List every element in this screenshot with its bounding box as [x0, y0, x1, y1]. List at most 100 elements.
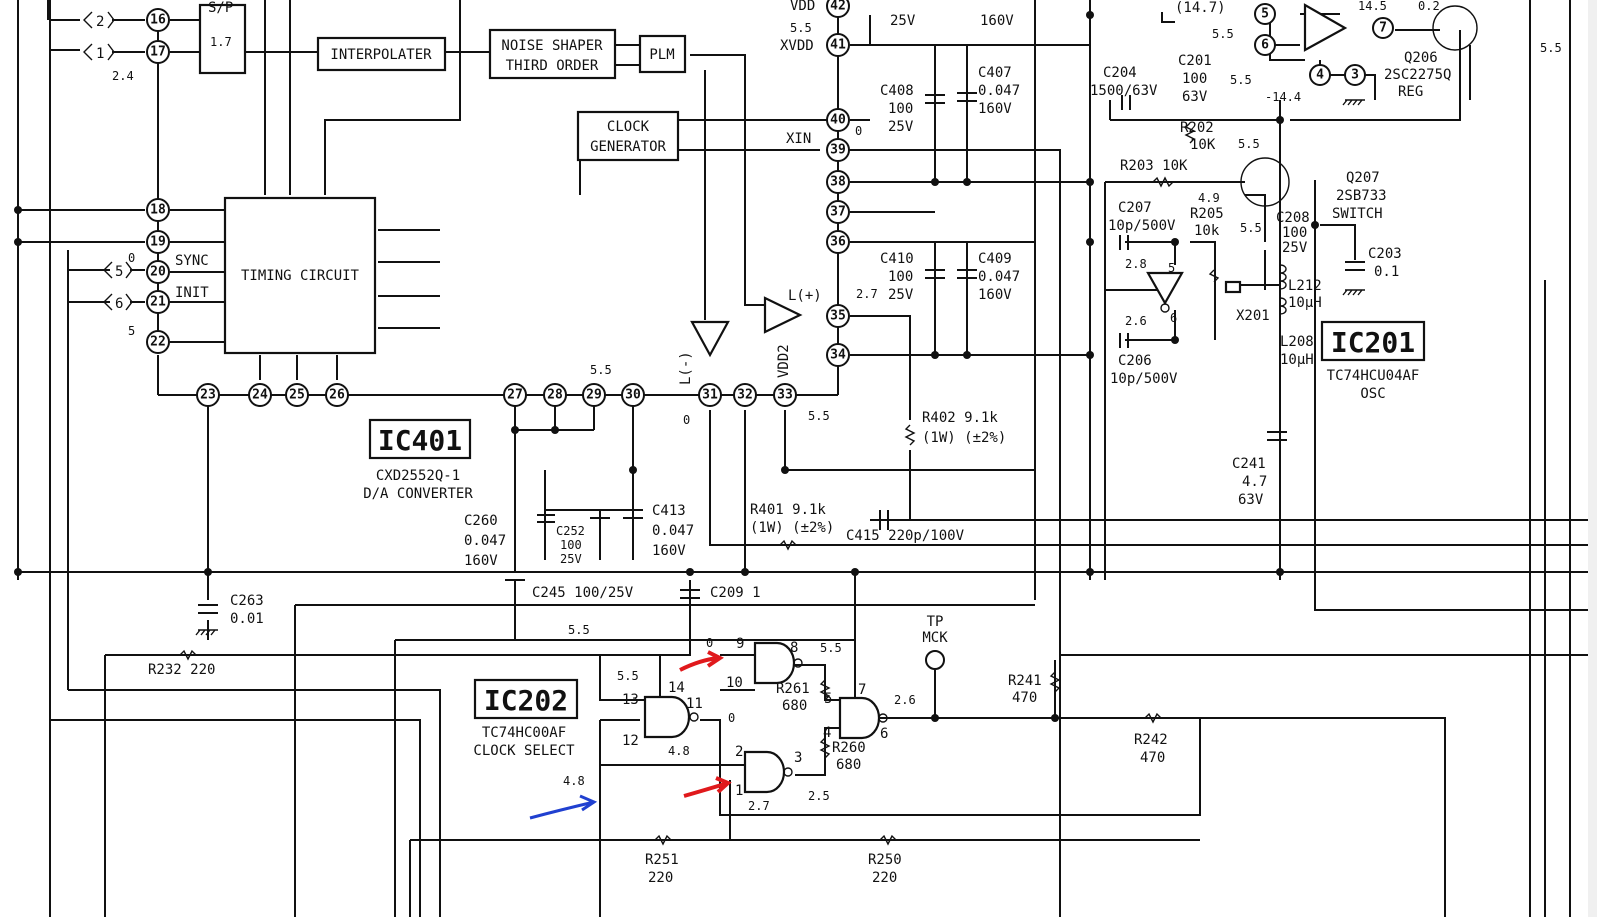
v-0-xin: 0: [855, 124, 862, 138]
opamp-pins: 5 6 7 4 3: [1254, 3, 1394, 86]
c208-rating: 25V: [1282, 240, 1308, 256]
v-0-2: 0.2: [1418, 0, 1440, 13]
svg-text:30: 30: [625, 388, 641, 403]
gate-pin-13: 13: [622, 692, 639, 708]
opamp-pin-4: 4: [1309, 64, 1331, 86]
interpolater-label: INTERPOLATER: [330, 47, 432, 63]
c408-rating: 25V: [888, 119, 914, 135]
timing-circuit-label: TIMING CIRCUIT: [241, 268, 360, 284]
top-rating-25v: 25V: [890, 13, 916, 29]
connector-6-label: 6: [115, 296, 123, 312]
gate-pin-4: 4: [823, 725, 831, 741]
svg-text:42: 42: [830, 0, 846, 14]
svg-text:40: 40: [830, 113, 846, 128]
r251-label: R251: [645, 852, 679, 868]
r261-value: 680: [782, 698, 807, 714]
c415-label: C415 220p/100V: [846, 528, 965, 544]
r402-label: R402 9.1k: [922, 410, 998, 426]
v-0-pin20: 0: [128, 251, 135, 265]
c204-value: 1500/63V: [1090, 83, 1158, 99]
c208-value: 100: [1282, 225, 1307, 241]
r250-value: 220: [872, 870, 897, 886]
connector-2-label: 2: [96, 14, 104, 30]
nand-gate-u4: [838, 696, 881, 740]
component-labels: C408 100 25V C407 0.047 160V 25V 160V C4…: [148, 0, 1451, 886]
v-2-5: 2.5: [808, 789, 830, 803]
svg-text:3: 3: [1351, 68, 1359, 83]
v-5-5-c201: 5.5: [1212, 27, 1234, 41]
junction-dots: [14, 11, 1319, 722]
r261-label: R261: [776, 681, 810, 697]
v-0-pin9: 0: [706, 636, 713, 650]
r202-label: R202: [1180, 120, 1214, 136]
v-4-8-pin2: 4.8: [668, 744, 690, 758]
q206-label: Q206: [1404, 50, 1438, 66]
c201-rating: 63V: [1182, 89, 1208, 105]
svg-text:4: 4: [1316, 68, 1324, 83]
svg-text:38: 38: [830, 175, 846, 190]
svg-text:39: 39: [830, 143, 846, 158]
ic401-function: D/A CONVERTER: [363, 486, 473, 502]
ic401-title: IC401 CXD2552Q-1 D/A CONVERTER: [363, 418, 473, 502]
v-4-8: 4.8: [563, 774, 585, 788]
c263-value: 0.01: [230, 611, 264, 627]
c410-value: 100: [888, 269, 913, 285]
c203-value: 0.1: [1374, 264, 1399, 280]
v-5-pin22: 5: [128, 324, 135, 338]
c260-rating: 160V: [464, 553, 498, 569]
svg-text:37: 37: [830, 205, 846, 220]
svg-text:19: 19: [150, 235, 166, 250]
annotation-marks: [529, 650, 732, 820]
c204-label: C204: [1103, 65, 1137, 81]
q207-transistor: [1240, 157, 1290, 207]
ic202-function: CLOCK SELECT: [473, 743, 575, 759]
pin-27: 27: [503, 383, 527, 407]
c409-rating: 160V: [978, 287, 1012, 303]
r260-label: R260: [832, 740, 866, 756]
svg-text:17: 17: [150, 45, 166, 60]
svg-text:7: 7: [1379, 21, 1387, 36]
v-14-5: 14.5: [1358, 0, 1387, 13]
gate-pin-6: 6: [880, 726, 888, 742]
tp-label: TP: [927, 614, 944, 630]
r242-value: 470: [1140, 750, 1165, 766]
ic201-part: TC74HCU04AF: [1327, 368, 1420, 384]
pin-41: 41: [826, 33, 850, 57]
init-label: INIT: [175, 285, 209, 301]
c203-label: C203: [1368, 246, 1402, 262]
c207-value: 10p/500V: [1108, 218, 1176, 234]
inverter-pin-5: 5: [1168, 261, 1175, 275]
c201-label: C201: [1178, 53, 1212, 69]
c252-value: 100: [560, 538, 582, 552]
v-5-5-pin8: 5.5: [820, 641, 842, 655]
c410-label: C410: [880, 251, 914, 267]
scrollbar-track[interactable]: [1588, 0, 1597, 917]
pin-16: 16: [146, 8, 170, 32]
ic401-name: IC401: [378, 424, 462, 457]
pin-39: 39: [826, 138, 850, 162]
top-rating-160v: 160V: [980, 13, 1014, 29]
gate-pin-11: 11: [686, 696, 703, 712]
svg-text:18: 18: [150, 203, 166, 218]
c241-rating: 63V: [1238, 492, 1264, 508]
v-0-pin31: 0: [683, 413, 690, 427]
c209-label: C209 1: [710, 585, 761, 601]
r242-label: R242: [1134, 732, 1168, 748]
v-2-6: 2.6: [1125, 314, 1147, 328]
c263-label: C263: [230, 593, 264, 609]
inverter-pin-6: 6: [1170, 311, 1177, 325]
xin-label: XIN: [786, 131, 811, 147]
pin-19: 19: [146, 230, 170, 254]
lminus-label: L(-): [678, 351, 694, 385]
ic201-function: OSC: [1360, 386, 1385, 402]
svg-text:25: 25: [289, 388, 305, 403]
pin-26: 26: [325, 383, 349, 407]
connector-5-label: 5: [115, 264, 123, 280]
svg-text:29: 29: [586, 388, 602, 403]
v-2-6-pin6: 2.6: [894, 693, 916, 707]
v-2-7-pin1: 2.7: [748, 799, 770, 813]
nand-gates: [643, 641, 888, 794]
v-5-5-pin30: 5.5: [590, 363, 612, 377]
svg-text:35: 35: [830, 309, 846, 324]
q207-label: Q207: [1346, 170, 1380, 186]
